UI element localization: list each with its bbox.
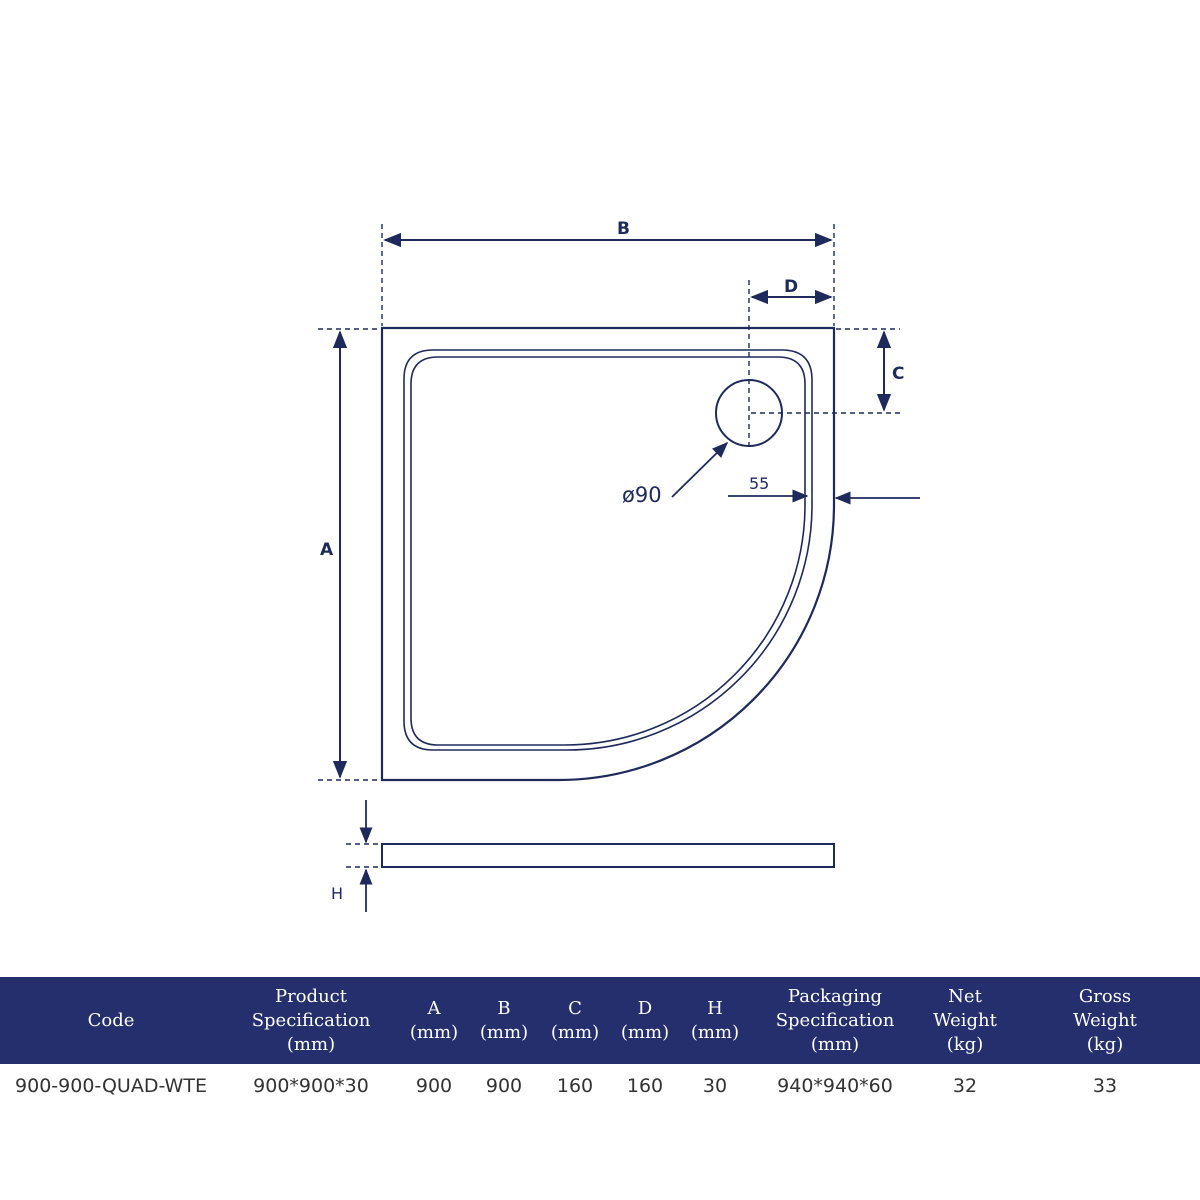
- column-header-line: D: [637, 997, 653, 1019]
- table-row: 900-900-QUAD-WTE 900*900*30 900 900 160 160 30…: [0, 1064, 1200, 1108]
- column-header-line: Product: [275, 985, 347, 1007]
- dimension-c-label: C: [892, 364, 904, 384]
- offset-label: 55: [749, 474, 769, 493]
- tray-side-view: [381, 843, 835, 868]
- tray-inner-rim-outer: [403, 349, 813, 751]
- column-header-line: Specification: [251, 1009, 371, 1031]
- table-cell: 160: [626, 1075, 664, 1097]
- dimension-d-label: D: [784, 277, 798, 297]
- column-header: H(mm): [680, 977, 750, 1064]
- column-header-line: (mm): [690, 1021, 740, 1043]
- column-header-line: (mm): [620, 1021, 670, 1043]
- table-cell: 900*900*30: [253, 1075, 369, 1097]
- dimension-h-label: H: [331, 884, 343, 903]
- column-header: C(mm): [540, 977, 610, 1064]
- column-header-line: A: [427, 997, 441, 1019]
- table-cell: 33: [1092, 1075, 1118, 1097]
- column-header-line: Specification: [775, 1009, 895, 1031]
- tray-outline: [380, 326, 836, 782]
- column-header-line: B: [497, 997, 511, 1019]
- dimension-h-lines: [346, 800, 378, 912]
- column-header-line: (mm): [286, 1033, 336, 1055]
- table-cell: 900-900-QUAD-WTE: [15, 1075, 207, 1097]
- column-header-line: Gross: [1078, 985, 1132, 1007]
- column-header-line: Weight: [933, 1009, 997, 1031]
- table-cell: 32: [952, 1075, 978, 1097]
- extension-lines: [318, 224, 900, 781]
- column-header-line: (mm): [409, 1021, 459, 1043]
- column-header-line: H: [707, 997, 723, 1019]
- column-header: D(mm): [610, 977, 680, 1064]
- table-cell: 900: [485, 1075, 523, 1097]
- column-header-line: C: [568, 997, 582, 1019]
- column-header-line: Packaging: [787, 985, 883, 1007]
- column-header: A(mm): [400, 977, 468, 1064]
- column-header-line: (mm): [810, 1033, 860, 1055]
- table-cell: 940*940*60: [777, 1075, 893, 1097]
- column-header: Code: [0, 977, 222, 1064]
- column-header-line: Code: [87, 1009, 135, 1031]
- column-header-line: Net: [948, 985, 982, 1007]
- dimension-b-label: B: [617, 219, 630, 239]
- technical-drawing: B D C A ø90 55 H: [318, 219, 920, 912]
- tray-inner-rim-inner: [410, 356, 806, 746]
- table-cell: 160: [556, 1075, 594, 1097]
- column-header-line: (kg): [1086, 1033, 1124, 1055]
- column-header: B(mm): [468, 977, 540, 1064]
- column-header-line: (mm): [479, 1021, 529, 1043]
- waste-diameter-leader: [671, 441, 729, 498]
- table-cell: 30: [702, 1075, 728, 1097]
- table-cell: 900: [415, 1075, 453, 1097]
- column-header-line: (mm): [550, 1021, 600, 1043]
- waste-diameter-label: ø90: [622, 483, 662, 507]
- dimension-a-label: A: [320, 540, 334, 560]
- column-header-line: Weight: [1073, 1009, 1137, 1031]
- column-header-line: (kg): [946, 1033, 984, 1055]
